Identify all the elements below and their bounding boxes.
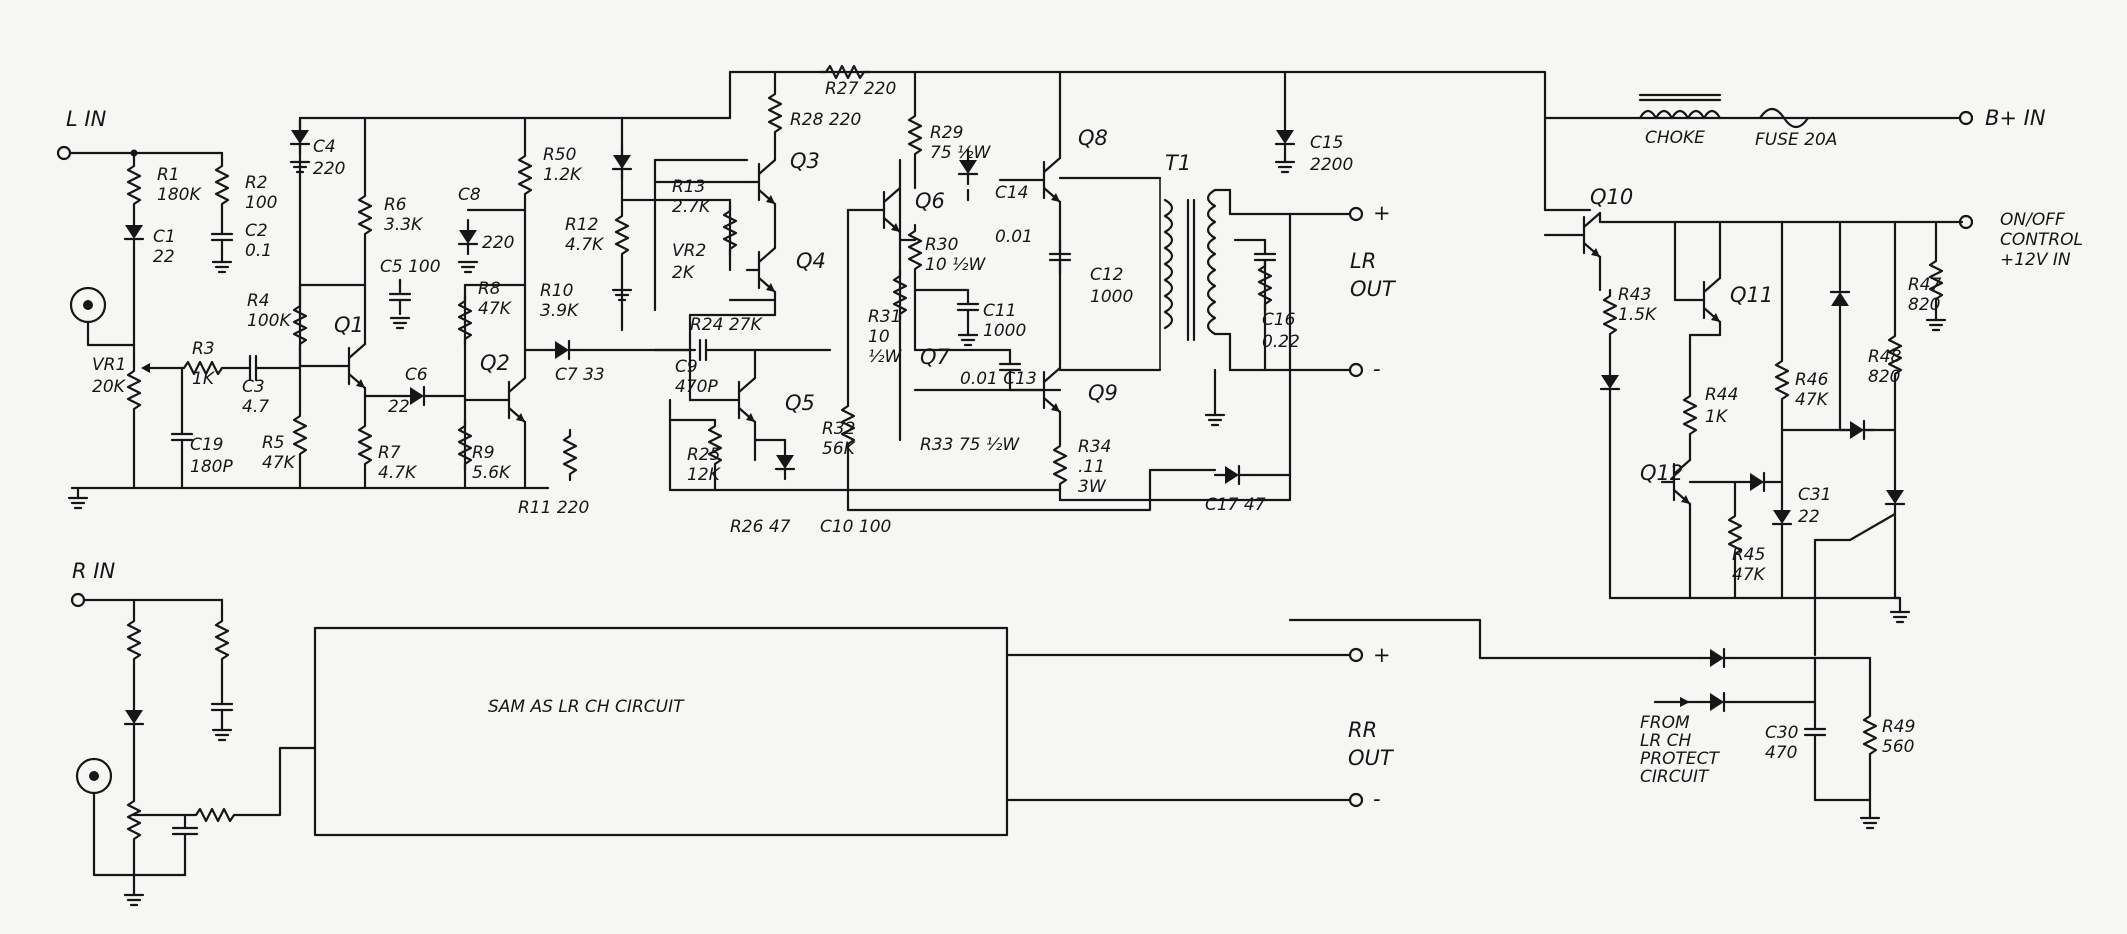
svg-text:Q7: Q7 bbox=[920, 345, 951, 369]
rr-out-plus-terminal bbox=[1348, 647, 1364, 663]
svg-text:R24 27K: R24 27K bbox=[690, 315, 763, 335]
svg-text:Q6: Q6 bbox=[915, 189, 945, 213]
svg-text:C34.7: C34.7 bbox=[242, 377, 269, 417]
fuse-icon bbox=[1758, 107, 1810, 129]
svg-text:R26 47: R26 47 bbox=[730, 517, 791, 537]
svg-text:Q12: Q12 bbox=[1640, 461, 1683, 485]
svg-text:Q5: Q5 bbox=[785, 391, 815, 415]
svg-text:Q11: Q11 bbox=[1730, 283, 1773, 307]
svg-text:C8220: C8220 bbox=[458, 185, 514, 253]
svg-text:Q2: Q2 bbox=[480, 351, 510, 375]
svg-text:R33 75 ½W: R33 75 ½W bbox=[920, 435, 1020, 455]
bplus-terminal bbox=[1958, 110, 1974, 126]
svg-text:Q1: Q1 bbox=[334, 313, 364, 337]
rr-out-minus-terminal bbox=[1348, 792, 1364, 808]
svg-text:C7 33: C7 33 bbox=[555, 365, 605, 385]
svg-text:Q8: Q8 bbox=[1078, 126, 1108, 150]
right-input-label: R IN bbox=[72, 559, 115, 583]
svg-text:R63.3K: R63.3K bbox=[384, 195, 424, 235]
left-input-terminal bbox=[56, 145, 72, 161]
svg-text:C17 47: C17 47 bbox=[1205, 495, 1266, 515]
svg-text:FUSE 20A: FUSE 20A bbox=[1755, 130, 1837, 150]
input-stage bbox=[289, 116, 732, 490]
svg-text:-: - bbox=[1373, 787, 1381, 811]
choke-icon bbox=[1638, 109, 1722, 120]
svg-text:0.01 C13: 0.01 C13 bbox=[960, 369, 1037, 389]
svg-text:Q3: Q3 bbox=[790, 149, 820, 173]
svg-text:R27 220: R27 220 bbox=[825, 79, 896, 99]
right-channel-block-label: SAM AS LR CH CIRCUIT bbox=[488, 697, 685, 717]
right-input-terminal bbox=[70, 592, 86, 608]
svg-text:R28 220: R28 220 bbox=[790, 110, 861, 130]
left-input-label: L IN bbox=[66, 107, 107, 131]
svg-text:+: + bbox=[1373, 643, 1391, 667]
svg-text:R95.6K: R95.6K bbox=[472, 443, 512, 483]
svg-text:R74.7K: R74.7K bbox=[378, 443, 418, 483]
svg-text:T1: T1 bbox=[1165, 151, 1191, 175]
svg-text:C5 100: C5 100 bbox=[380, 257, 441, 277]
right-channel-block bbox=[313, 626, 1009, 837]
svg-text:B+ IN: B+ IN bbox=[1985, 106, 2046, 130]
svg-text:Q10: Q10 bbox=[1590, 185, 1633, 209]
protection-circuit bbox=[1288, 211, 1964, 830]
svg-text:R11 220: R11 220 bbox=[518, 498, 589, 518]
right-channel: R IN SAM AS LR CH CIRCUIT bbox=[70, 559, 1364, 907]
svg-text:CHOKE: CHOKE bbox=[1645, 128, 1705, 148]
svg-text:-: - bbox=[1373, 357, 1381, 381]
output-stage bbox=[653, 64, 1592, 512]
left-input-section: L IN bbox=[56, 107, 550, 510]
svg-text:Q4: Q4 bbox=[796, 249, 826, 273]
svg-text:+: + bbox=[1373, 201, 1391, 225]
svg-text:C20.1: C20.1 bbox=[245, 221, 272, 261]
svg-text:C10 100: C10 100 bbox=[820, 517, 891, 537]
svg-text:Q9: Q9 bbox=[1088, 381, 1118, 405]
